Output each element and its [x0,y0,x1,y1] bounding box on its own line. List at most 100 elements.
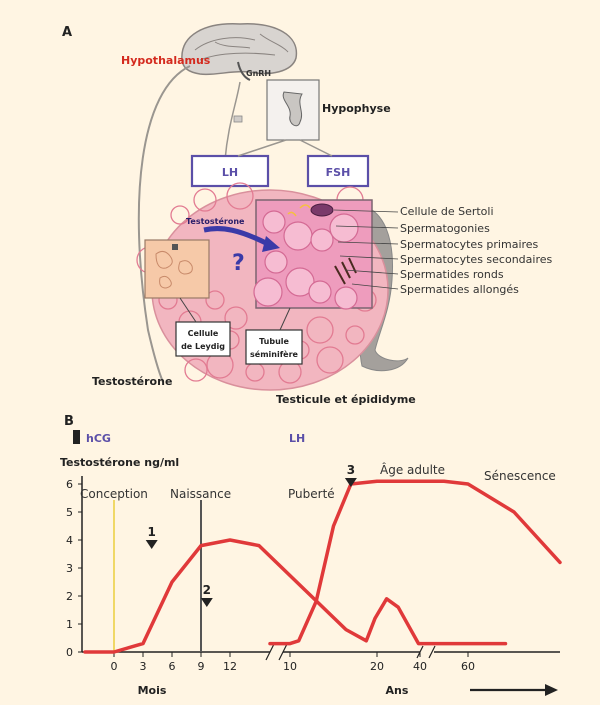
x-tick-label: 6 [169,660,176,673]
tubule-circle [345,325,365,345]
tubule-label-box [245,329,303,365]
brain-illustration [181,23,298,81]
pituitary-icon [282,91,303,127]
cell-label: Cellule de Sertoli [400,205,494,218]
annotation-label: Conception [80,487,148,501]
hcg-legend-swatch [73,430,80,444]
testicule-label: Testicule et épididyme [276,393,416,406]
x-tick-label: 10 [283,660,297,673]
lh-box-label: LH [222,166,238,179]
y-tick-label: 3 [66,562,73,575]
gnrh-line [224,81,241,161]
y-axis-label: Testostérone ng/ml [60,456,179,469]
x-tick-label: 9 [198,660,205,673]
hypothalamus-label: Hypothalamus [121,54,211,67]
small-marker [233,115,243,123]
y-tick-label: 2 [66,590,73,603]
y-tick-label: 0 [66,646,73,659]
y-tick-label: 6 [66,478,73,491]
inset-cell [262,210,286,234]
cell-label: Spermatocytes primaires [400,238,539,251]
leydig-label-line2: de Leydig [181,342,225,351]
cell-labels: Cellule de SertoliSpermatogoniesSpermato… [400,205,553,296]
lh-legend-label: LH [289,432,305,445]
x-tick-label: 20 [370,660,384,673]
peak-label: 2 [203,583,211,597]
pituitary-fsh-line [299,139,333,157]
sertoli-detail [287,204,311,217]
fsh-box-label: FSH [326,166,351,179]
testosterone-curve-ans [268,479,562,646]
inset-cell [283,221,313,251]
inset-cell [334,286,358,310]
leydig-pointer [179,297,197,323]
tubule-label-line2: séminifère [250,349,299,359]
inset-cell [329,213,359,243]
y-tick-label: 4 [66,534,73,547]
lh-box [190,154,270,188]
pituitary-lh-line [237,139,287,157]
testosterone-curve-mois [83,538,508,654]
panel-a-letter: A [62,25,72,40]
tubule-circle [193,188,217,212]
peak-markers: 1 2 3 [145,463,357,607]
peak-label: 1 [148,525,156,539]
tubule-circle [184,358,208,382]
peak-label: 3 [347,463,355,477]
tubule-circle [205,290,225,310]
inset-cell [308,280,332,304]
annotation-label: Naissance [170,487,231,501]
annotation-label: Sénescence [484,469,556,483]
inset-cell [253,277,283,307]
testosterone-arrowhead [262,236,280,252]
x-tick-label: 0 [111,660,118,673]
x-tick-label: 12 [223,660,237,673]
inset-cell [285,267,315,297]
inset-cells [253,210,359,310]
tubule-circle [170,205,190,225]
leydig-label-line1: Cellule [188,329,219,338]
tubule-label-line1: Tubule [259,337,289,346]
leydig-label-box [175,321,231,357]
cell-label: Spermatides ronds [400,268,504,281]
tubule-pointer [279,307,291,331]
testosterone-inner-label: Testostérone [186,216,245,226]
testosterone-out-label: Testostérone [92,375,172,388]
leydig-cells [155,250,193,289]
feedback-line [137,65,191,383]
cell-label: Spermatogonies [400,222,490,235]
question-mark: ? [232,251,245,276]
annotation-label: Âge adulte [380,462,445,477]
cell-label-lines [333,209,399,290]
peak-arrow [145,540,158,549]
hcg-legend-label: hCG [86,432,111,445]
annotation-label: Puberté [288,487,335,501]
fsh-box [306,154,370,188]
panel-b-letter: B [64,414,74,429]
inset-cell [310,228,334,252]
y-tick-label: 5 [66,506,73,519]
tubule-circle [224,306,248,330]
x-tick-label: 3 [140,660,147,673]
inset-cell [264,250,288,274]
x-label-years: Ans [386,684,409,697]
time-arrow-head [545,684,558,696]
tubule-circle [316,346,344,374]
chart-annotations: Conception Naissance Puberté Âge adulte Séne… [80,462,556,501]
x-label-months: Mois [138,684,167,697]
y-ticks: 0 1 2 3 4 5 6 [66,478,82,659]
testosterone-curves [83,479,562,654]
x-tick-label: 60 [461,660,475,673]
tubule-circle [226,182,254,210]
peak-arrow [344,478,357,487]
y-tick-label: 1 [66,618,73,631]
hypophyse-label: Hypophyse [322,102,391,115]
sertoli-cell [310,203,334,217]
gnrh-label: GnRH [246,69,271,78]
testosterone-arrow [203,226,270,247]
peak-arrow [200,598,213,607]
cell-label: Spermatides allongés [400,283,519,296]
